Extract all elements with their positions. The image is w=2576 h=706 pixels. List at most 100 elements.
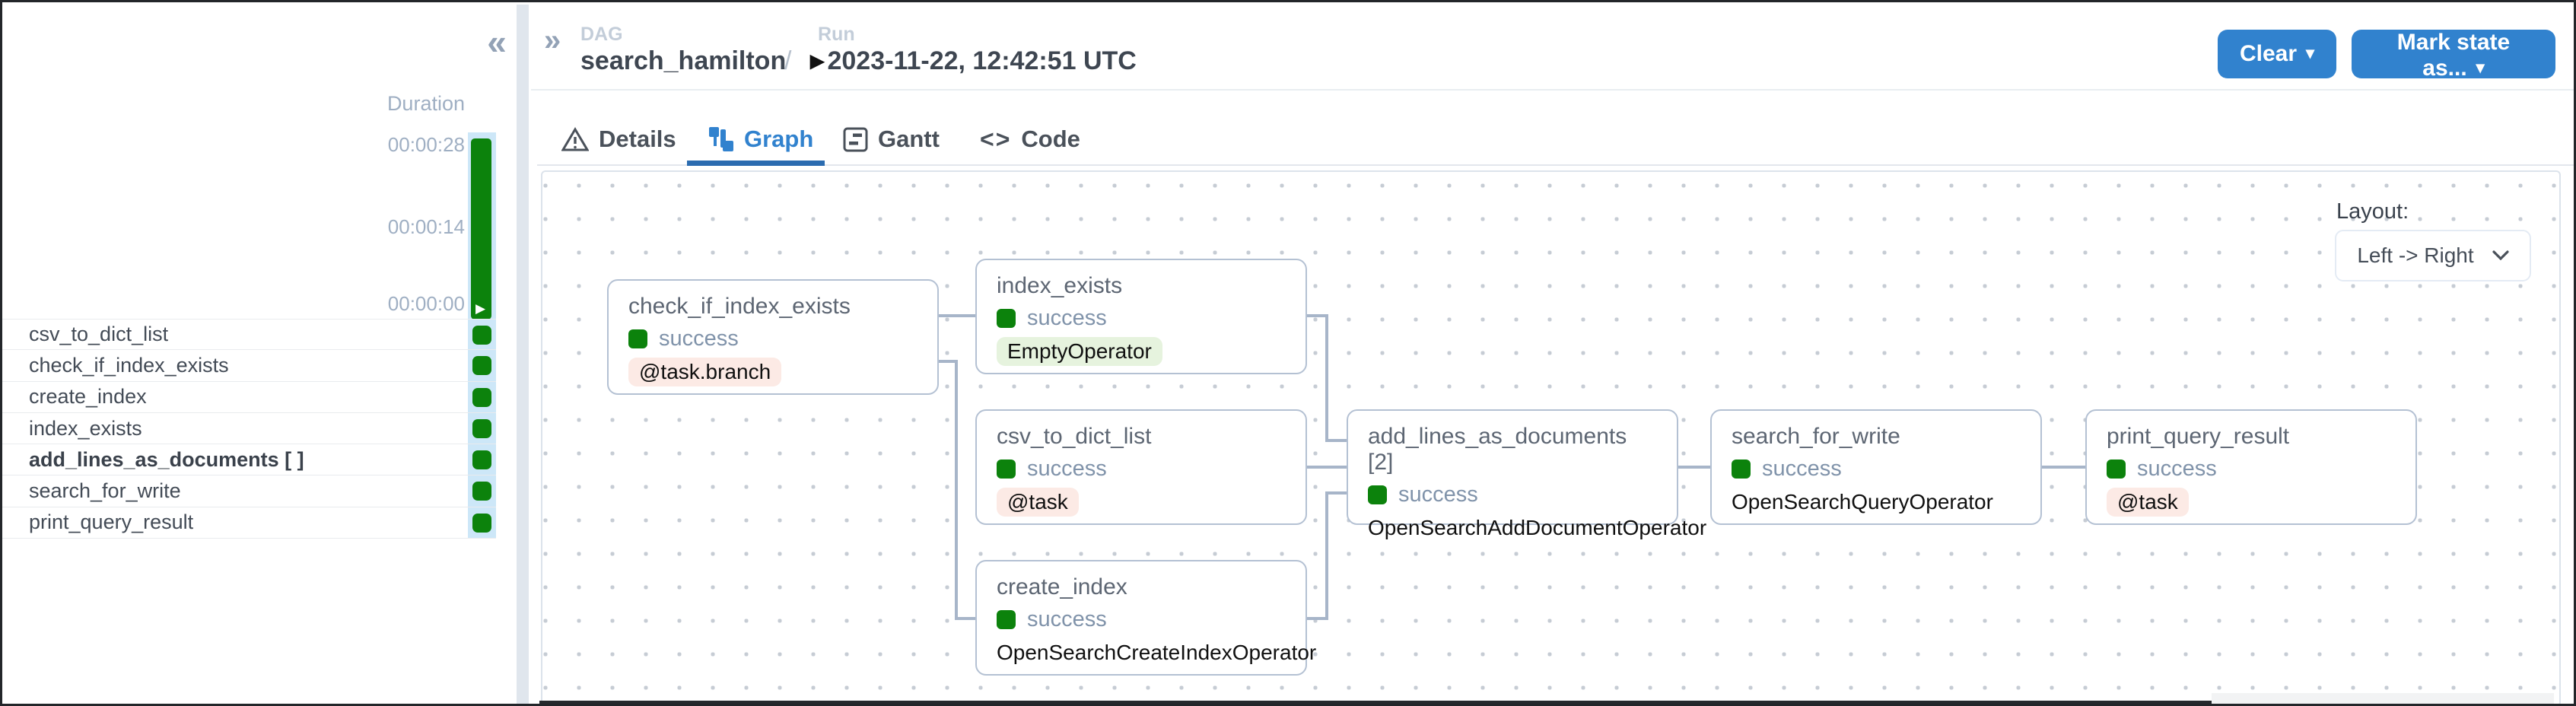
success-status-icon	[628, 329, 647, 348]
panel-resize-divider[interactable]	[517, 5, 529, 704]
breadcrumb-dag-label: DAG	[580, 24, 623, 45]
task-row[interactable]: add_lines_as_documents [ ]	[2, 444, 496, 476]
tab-code-label: Code	[1021, 126, 1080, 152]
dag-run-duration-bar[interactable]: ▶	[471, 138, 491, 320]
graph-node-csv-to-dict-list[interactable]: csv_to_dict_list success @task	[975, 409, 1307, 525]
task-name: index_exists	[29, 416, 142, 440]
mark-state-as-button[interactable]: Mark state as...▾	[2352, 30, 2555, 81]
node-status: success	[2137, 456, 2217, 481]
task-instance-status-square[interactable]	[472, 387, 491, 407]
node-title: create_index	[997, 574, 1127, 599]
operator-badge: OpenSearchCreateIndexOperator	[997, 641, 1317, 664]
duration-tick: 00:00:28	[387, 133, 465, 156]
operator-badge: @task	[2107, 488, 2189, 517]
task-instance-status-square[interactable]	[472, 418, 491, 438]
success-status-icon	[2107, 460, 2126, 479]
node-title: print_query_result	[2107, 424, 2290, 449]
task-instance-status-square[interactable]	[472, 513, 491, 533]
tab-graph[interactable]: Graph	[708, 116, 813, 162]
duration-tick: 00:00:14	[387, 215, 465, 238]
run-date-text: 2023-11-22, 12:42:51 UTC	[827, 46, 1137, 75]
layout-direction-select[interactable]: Left -> Right	[2335, 230, 2531, 281]
duration-tick: 00:00:00	[387, 292, 465, 315]
node-status: success	[1027, 456, 1107, 481]
node-title: check_if_index_exists	[628, 294, 851, 319]
task-instance-status-square[interactable]	[472, 450, 491, 470]
tab-code[interactable]: <> Code	[980, 116, 1080, 162]
tab-details-label: Details	[599, 126, 676, 152]
horizontal-scrollbar-track[interactable]	[2212, 693, 2554, 704]
tab-gantt[interactable]: Gantt	[843, 116, 940, 162]
edge-create-index-to-add-lines	[1307, 491, 1347, 620]
graph-node-check-if-index-exists[interactable]: check_if_index_exists success @task.bran…	[607, 279, 939, 395]
tab-gantt-label: Gantt	[878, 126, 940, 152]
task-name: check_if_index_exists	[29, 353, 229, 377]
operator-badge: @task.branch	[628, 358, 782, 386]
node-status: success	[1027, 306, 1107, 330]
tab-details[interactable]: Details	[561, 116, 676, 162]
header-divider	[531, 89, 2574, 91]
operator-badge: EmptyOperator	[997, 337, 1162, 366]
success-status-icon	[997, 460, 1016, 479]
breadcrumb-run-label: Run	[818, 24, 855, 45]
node-title: csv_to_dict_list	[997, 424, 1152, 449]
gantt-icon	[843, 127, 868, 151]
node-title: index_exists	[997, 273, 1123, 298]
clear-button[interactable]: Clear▾	[2218, 30, 2336, 78]
operator-badge: @task	[997, 488, 1079, 517]
dag-edges	[939, 314, 2085, 620]
collapse-panel-button[interactable]: «	[487, 22, 507, 62]
task-name: search_for_write	[29, 479, 181, 503]
task-name: create_index	[29, 385, 147, 409]
task-row[interactable]: search_for_write	[2, 475, 496, 507]
node-title: search_for_write	[1732, 424, 1900, 449]
code-brackets-icon: <>	[980, 125, 1012, 153]
run-type-icon: ▶	[810, 51, 825, 72]
success-status-icon	[1368, 485, 1387, 504]
task-name: csv_to_dict_list	[29, 323, 169, 346]
graph-node-index-exists[interactable]: index_exists success EmptyOperator	[975, 259, 1307, 374]
task-row[interactable]: index_exists	[2, 413, 496, 445]
edge-check-to-create-index	[939, 360, 975, 620]
graph-node-search-for-write[interactable]: search_for_write success OpenSearchQuery…	[1710, 409, 2042, 525]
node-status: success	[1398, 482, 1478, 507]
layout-label: Layout:	[2336, 199, 2409, 224]
node-title: add_lines_as_documents [2]	[1368, 424, 1627, 475]
horizontal-scrollbar-thumb[interactable]	[539, 701, 2212, 704]
task-row[interactable]: csv_to_dict_list	[2, 319, 496, 351]
task-instance-status-square[interactable]	[472, 326, 491, 345]
chevron-down-icon: ▾	[2476, 58, 2485, 77]
graph-node-add-lines-as-documents[interactable]: add_lines_as_documents [2] success OpenS…	[1347, 409, 1706, 539]
dag-name-link[interactable]: search_hamilton	[580, 46, 787, 75]
success-status-icon	[997, 610, 1016, 629]
chevron-down-icon	[2492, 250, 2509, 261]
task-instance-status-square[interactable]	[472, 482, 491, 501]
manual-run-icon: ▶	[475, 301, 486, 316]
operator-badge: OpenSearchAddDocumentOperator	[1368, 516, 1707, 539]
dag-graph-canvas[interactable]: check_if_index_exists success @task.bran…	[541, 170, 2561, 704]
task-row[interactable]: check_if_index_exists	[2, 350, 496, 382]
node-status: success	[659, 326, 739, 351]
breadcrumb-chevrons-icon: »	[544, 24, 561, 57]
graph-node-print-query-result[interactable]: print_query_result success @task	[2085, 409, 2417, 525]
task-row[interactable]: print_query_result	[2, 507, 496, 539]
task-instance-status-square[interactable]	[472, 356, 491, 376]
node-status: success	[1762, 456, 1842, 481]
task-name: add_lines_as_documents [ ]	[29, 447, 304, 471]
active-tab-underline	[687, 161, 825, 166]
warning-triangle-icon	[561, 126, 589, 151]
duration-axis-label: Duration	[386, 92, 465, 115]
tab-graph-label: Graph	[744, 126, 814, 152]
run-date: ▶2023-11-22, 12:42:51 UTC	[810, 46, 1137, 76]
task-list: csv_to_dict_list check_if_index_exists c…	[2, 319, 496, 539]
graph-node-create-index[interactable]: create_index success OpenSearchCreateInd…	[975, 560, 1316, 676]
chevron-down-icon: ▾	[2306, 43, 2315, 62]
task-name: print_query_result	[29, 510, 194, 534]
layout-selected-value: Left -> Right	[2357, 243, 2474, 267]
success-status-icon	[997, 309, 1016, 328]
tabbar-divider	[537, 164, 2574, 166]
success-status-icon	[1732, 460, 1751, 479]
task-row[interactable]: create_index	[2, 382, 496, 413]
breadcrumb-separator: /	[784, 46, 792, 75]
